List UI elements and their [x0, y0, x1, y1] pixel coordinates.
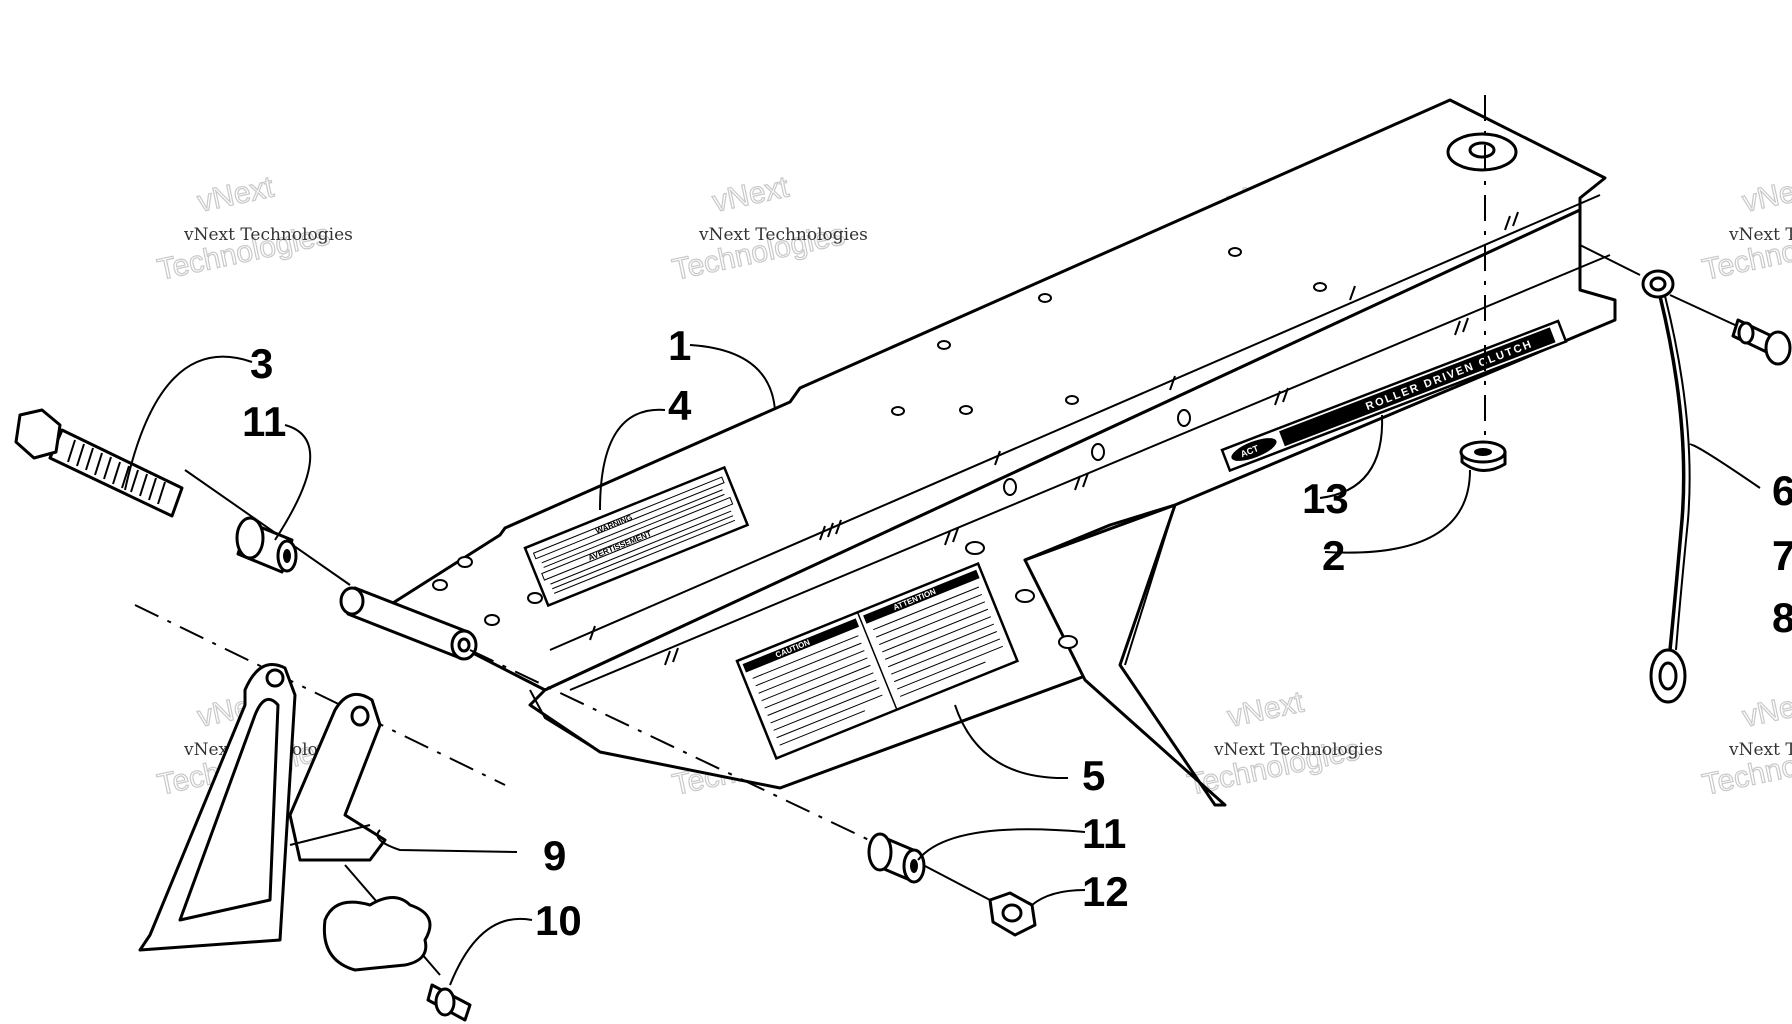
leader-10: [449, 917, 533, 986]
watermark-large-top: vNext: [1740, 170, 1792, 218]
leader-12: [1031, 889, 1086, 906]
watermark-tile: vNext Technologies vNext Technologies: [1699, 685, 1792, 803]
watermark-small: vNext Technologies: [1213, 740, 1383, 760]
watermark-tile: vNext Technologies vNext Technologies: [154, 170, 353, 288]
watermark-tile: vNext Technologies vNext Technologies: [669, 170, 868, 288]
cover-bracket-edge: [1124, 504, 1176, 666]
leader-13: [1319, 414, 1384, 499]
callout-7: 7: [1772, 532, 1792, 579]
callout-13: 13: [1302, 475, 1349, 522]
watermark-large-top: vNext: [1740, 685, 1792, 733]
pivot-tube-end-back: [339, 586, 365, 616]
leader-11a: [274, 424, 312, 541]
watermark-large-top: vNext: [195, 170, 278, 218]
pivot-axis-line: [469, 649, 891, 851]
watermark-tile: vNext Technologies vNext Technologies: [1699, 170, 1792, 288]
callout-5: 5: [1082, 752, 1105, 799]
watermark-large-top: vNext: [1225, 685, 1308, 733]
warning-decal: WARNING AVERTISSEMENT: [523, 465, 750, 608]
bracket-center-line: [134, 604, 506, 786]
nut-axis-line: [924, 865, 991, 901]
leader-3: [124, 355, 253, 491]
seam-ticks: [589, 211, 1519, 666]
leader-6: [1689, 443, 1761, 489]
bracket-slot: [178, 697, 280, 922]
watermark-small: vNext Technologies: [1728, 740, 1792, 760]
callout-11-upper: 11: [242, 398, 286, 445]
leader-2: [1324, 469, 1471, 554]
bolt-head: [14, 408, 62, 460]
pivot-tube-bore: [457, 637, 471, 653]
leader-lines: [124, 344, 1761, 986]
cover-holes: [432, 247, 1327, 649]
center-lines: [134, 95, 1736, 976]
cover-fold-line: [549, 194, 1601, 651]
callout-3: 3: [250, 340, 273, 387]
watermark-small: vNext Technologies: [183, 225, 353, 245]
watermark-large-top: vNext: [710, 170, 793, 218]
cable-axis-line-2: [1669, 294, 1736, 326]
bolt: [14, 408, 184, 518]
bolt-axis-line: [184, 469, 351, 586]
chain-case-cover: [339, 98, 1617, 807]
caution-decal: CAUTION ATTENTION: [735, 561, 1020, 760]
watermark-small: vNext Technologies: [698, 225, 868, 245]
callout-10: 10: [535, 897, 582, 944]
callout-1: 1: [668, 322, 691, 369]
callout-6: 6: [1772, 467, 1792, 514]
cover-lower-lip: [529, 664, 1116, 790]
leader-1: [689, 344, 776, 411]
leader-9: [376, 829, 518, 853]
callout-8: 8: [1772, 594, 1792, 641]
callout-4: 4: [668, 382, 692, 429]
grommet-seat-hole: [1468, 141, 1496, 159]
bolt-threads: [67, 439, 166, 505]
tether-cable: [1641, 269, 1792, 704]
leader-5: [954, 704, 1069, 780]
cover-fold-line-2: [569, 254, 1611, 691]
cable-axis-line: [1579, 244, 1641, 276]
retainer-washer: [322, 896, 472, 1022]
callout-12: 12: [1082, 868, 1129, 915]
mounting-bracket: [138, 663, 387, 952]
leader-11b: [917, 828, 1086, 861]
callout-11-lower: 11: [1082, 810, 1126, 857]
watermark-small: vNext Technologies: [1728, 225, 1792, 245]
callout-numbers: 1 4 3 11 13 2 6 7 8 5 9 11 12 10: [242, 322, 1792, 944]
callout-9: 9: [543, 832, 566, 879]
callout-2: 2: [1322, 532, 1345, 579]
bushing-lower: [867, 832, 926, 884]
lock-nut: [988, 891, 1037, 937]
watermark-tile: vNext Technologies vNext Technologies: [1184, 685, 1383, 803]
leader-4: [599, 408, 666, 511]
grommet: [1459, 440, 1507, 472]
